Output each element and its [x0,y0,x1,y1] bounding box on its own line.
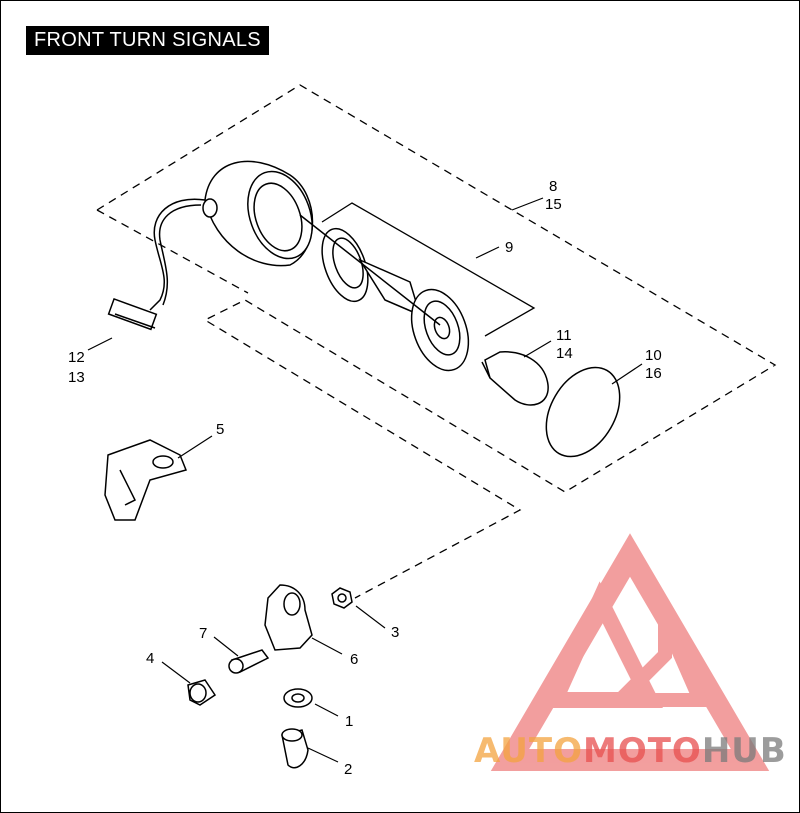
diagram-title: FRONT TURN SIGNALS [26,26,269,55]
watermark-part-1: AUTO [474,731,583,771]
mounting-bracket [104,439,188,521]
svg-text:AUTOMOTOHUB: AUTOMOTOHUB [474,731,787,771]
watermark-wordmark: AUTOMOTOHUB [474,731,787,771]
callout-14: 14 [556,345,573,362]
bulb [481,351,549,406]
callout-11: 11 [556,327,572,344]
acorn-nut [281,728,309,769]
lock-washer [283,688,313,708]
threaded-stud [228,649,270,674]
lens [545,366,621,458]
callout-4: 4 [146,650,154,667]
callout-13: 13 [68,369,85,386]
callout-8: 8 [549,178,557,195]
callout-6: 6 [350,651,358,668]
callout-7: 7 [199,625,207,642]
clamp [264,584,313,651]
callout-labels: 1 2 3 4 5 6 7 8 15 9 11 14 10 16 12 13 [68,178,662,778]
lamp-housing [202,160,314,267]
assembly-boundary [96,84,777,599]
knurled-nut [187,679,217,706]
watermark-part-2: MOTO [583,731,702,771]
lamp-socket-assembly [299,214,470,372]
bracket-9 [321,202,536,337]
callout-5: 5 [216,421,224,438]
callout-10: 10 [645,347,662,364]
callout-1: 1 [345,713,353,730]
watermark-part-3: HUB [702,731,787,771]
watermark-logo [490,533,770,771]
wire-and-connector [107,198,206,331]
callout-12: 12 [68,349,85,366]
callout-2: 2 [344,761,352,778]
callout-3: 3 [391,624,399,641]
callout-9: 9 [505,239,513,256]
hex-nut [331,587,353,609]
callout-15: 15 [545,196,562,213]
callout-16: 16 [645,365,662,382]
leader-lines [87,197,643,763]
